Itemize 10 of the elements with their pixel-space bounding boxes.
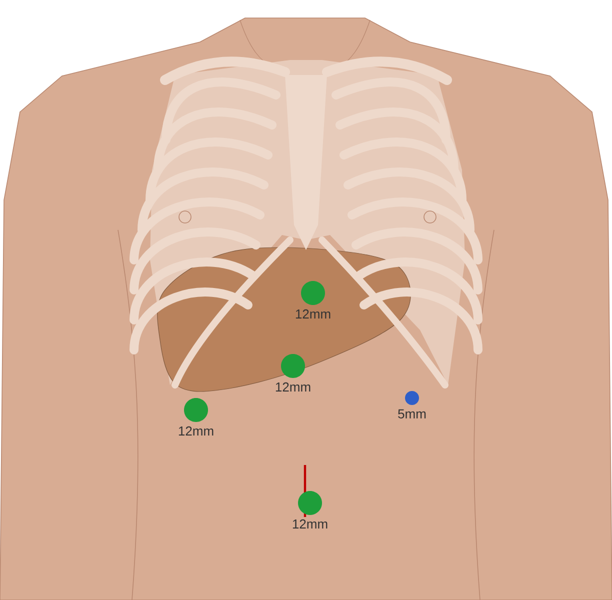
port-dot bbox=[301, 281, 325, 305]
port-dot bbox=[184, 398, 208, 422]
size-label: 12mm bbox=[276, 382, 310, 392]
size-label: 12mm bbox=[296, 309, 330, 318]
size-label: 12mm bbox=[178, 426, 214, 436]
size-label: 5mm bbox=[398, 409, 426, 418]
port-dot bbox=[298, 491, 322, 515]
size-label: 12mm bbox=[292, 519, 328, 528]
port-dot bbox=[405, 391, 419, 405]
port-dot bbox=[281, 354, 305, 378]
